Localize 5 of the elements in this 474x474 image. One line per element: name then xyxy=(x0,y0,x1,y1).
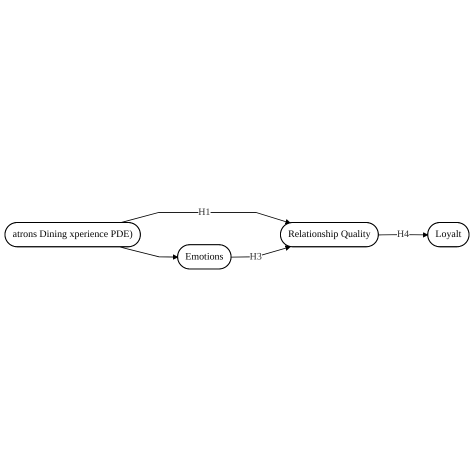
arrow xyxy=(120,212,291,224)
arrow xyxy=(120,246,178,260)
edge-label: H1 xyxy=(198,206,210,218)
edge-label: H3 xyxy=(250,251,262,262)
edge-label: H4 xyxy=(396,229,410,240)
